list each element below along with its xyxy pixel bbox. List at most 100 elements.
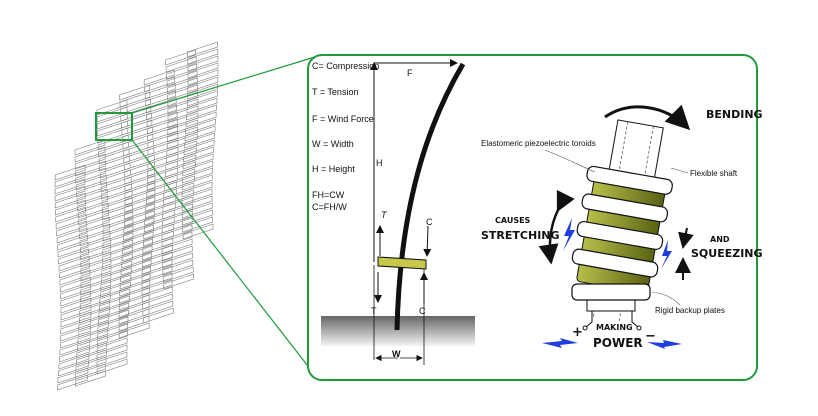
legend-wind-force: F = Wind Force xyxy=(312,114,374,124)
wire-panel xyxy=(121,112,152,129)
wire-panel xyxy=(54,171,86,188)
plus-terminal: + xyxy=(572,325,583,340)
squeezing-label: SQUEEZING xyxy=(691,247,763,260)
wire-panel xyxy=(100,274,132,291)
zoom-connector-bottom xyxy=(131,139,319,380)
wire-panel xyxy=(182,216,213,233)
power-label: POWER xyxy=(593,336,643,350)
label-t-bottom: T xyxy=(371,306,377,316)
wire-panel xyxy=(79,300,111,317)
stretching-label: STRETCHING xyxy=(481,229,560,242)
wire-panel xyxy=(121,245,153,262)
legend-compression: C= Compression xyxy=(312,61,379,71)
wire-panel xyxy=(79,230,111,247)
wire-panel xyxy=(182,153,214,170)
wire-panel xyxy=(57,367,89,384)
legend: C= Compression T = Tension F = Wind Forc… xyxy=(312,61,379,212)
squeeze-arrow-down xyxy=(678,227,694,249)
wire-panel xyxy=(167,98,199,115)
wire-panel xyxy=(74,139,106,156)
wire-panel xyxy=(102,246,133,263)
wire-panel xyxy=(59,262,90,279)
and-label: AND xyxy=(710,235,730,244)
rigid-backup-plate xyxy=(581,193,669,223)
lightning-bottom-left-icon xyxy=(542,338,578,348)
wire-panel xyxy=(55,213,87,230)
wire-panel xyxy=(119,280,151,297)
wire-panel xyxy=(54,178,86,195)
wire-panel xyxy=(96,344,128,361)
wire-panel xyxy=(80,258,112,275)
wire-panel xyxy=(99,288,131,305)
wire-panel xyxy=(162,252,193,269)
causes-label: CAUSES xyxy=(495,216,531,225)
wire-panel xyxy=(181,202,213,219)
wire-panel xyxy=(119,84,150,101)
wire-panel xyxy=(80,286,111,303)
wire-panel xyxy=(182,223,214,240)
wire-panel xyxy=(187,48,219,65)
wire-panel xyxy=(60,318,92,335)
wire-panel xyxy=(55,206,87,223)
wire-panel xyxy=(123,217,155,234)
lead-wire-left xyxy=(585,311,593,328)
wire-panel xyxy=(122,238,153,255)
wire-panel xyxy=(185,111,217,128)
toroids-label: Elastomeric piezoelectric toroids xyxy=(481,139,596,148)
wire-panel xyxy=(80,244,111,261)
wire-panel xyxy=(184,125,216,142)
wire-panel xyxy=(55,199,86,216)
wire-panel xyxy=(99,295,130,312)
wire-panel xyxy=(119,91,151,108)
wire-panel xyxy=(75,160,106,177)
wire-panel xyxy=(60,325,91,342)
wire-panel xyxy=(187,62,219,79)
wire-panel xyxy=(60,311,92,328)
wire-panel xyxy=(75,167,107,184)
wire-panel xyxy=(166,147,197,164)
wire-panel xyxy=(98,302,130,319)
wire-panel xyxy=(97,316,129,333)
legend-height: H = Height xyxy=(312,164,355,174)
wire-panel xyxy=(187,41,218,58)
wire-panel xyxy=(163,273,194,290)
wire-panel xyxy=(75,370,106,387)
lightning-left-icon xyxy=(563,218,575,251)
wire-panel xyxy=(165,56,197,73)
lightning-bottom-right-icon xyxy=(647,340,682,349)
wire-panel xyxy=(181,181,213,198)
wire-panel xyxy=(164,175,195,192)
wire-panel xyxy=(182,209,213,226)
wire-panel xyxy=(185,118,216,135)
compression-arrow-down xyxy=(423,225,432,257)
wire-panel xyxy=(60,297,92,314)
wire-panel xyxy=(77,328,109,345)
force-diagram: F H T C T C W xyxy=(321,59,475,365)
wire-panel xyxy=(54,185,86,202)
wire-panel xyxy=(141,251,173,268)
wire-panel xyxy=(147,139,179,156)
wire-panel xyxy=(58,255,90,272)
label-f: F xyxy=(407,68,413,78)
wire-panel xyxy=(102,225,134,242)
wire-panel xyxy=(77,202,109,219)
wire-panel xyxy=(97,330,128,347)
wire-panel xyxy=(100,281,131,298)
wire-panel xyxy=(165,49,196,66)
wire-panel xyxy=(79,307,110,324)
wire-panel xyxy=(182,167,213,184)
wire-panel xyxy=(58,360,89,377)
label-h: H xyxy=(376,158,383,168)
wire-panel xyxy=(147,118,178,135)
wire-panel xyxy=(97,323,128,340)
wire-panel xyxy=(181,188,213,205)
wire-panel xyxy=(96,358,128,375)
legend-formula-1: FH=CW xyxy=(312,190,345,200)
wire-panel xyxy=(163,189,194,206)
wire-panel xyxy=(102,211,134,228)
wire-panel xyxy=(102,239,134,256)
wire-panel xyxy=(75,174,107,191)
wire-panel xyxy=(57,241,89,258)
wire-panel xyxy=(75,363,106,380)
wire-panel xyxy=(76,181,107,198)
